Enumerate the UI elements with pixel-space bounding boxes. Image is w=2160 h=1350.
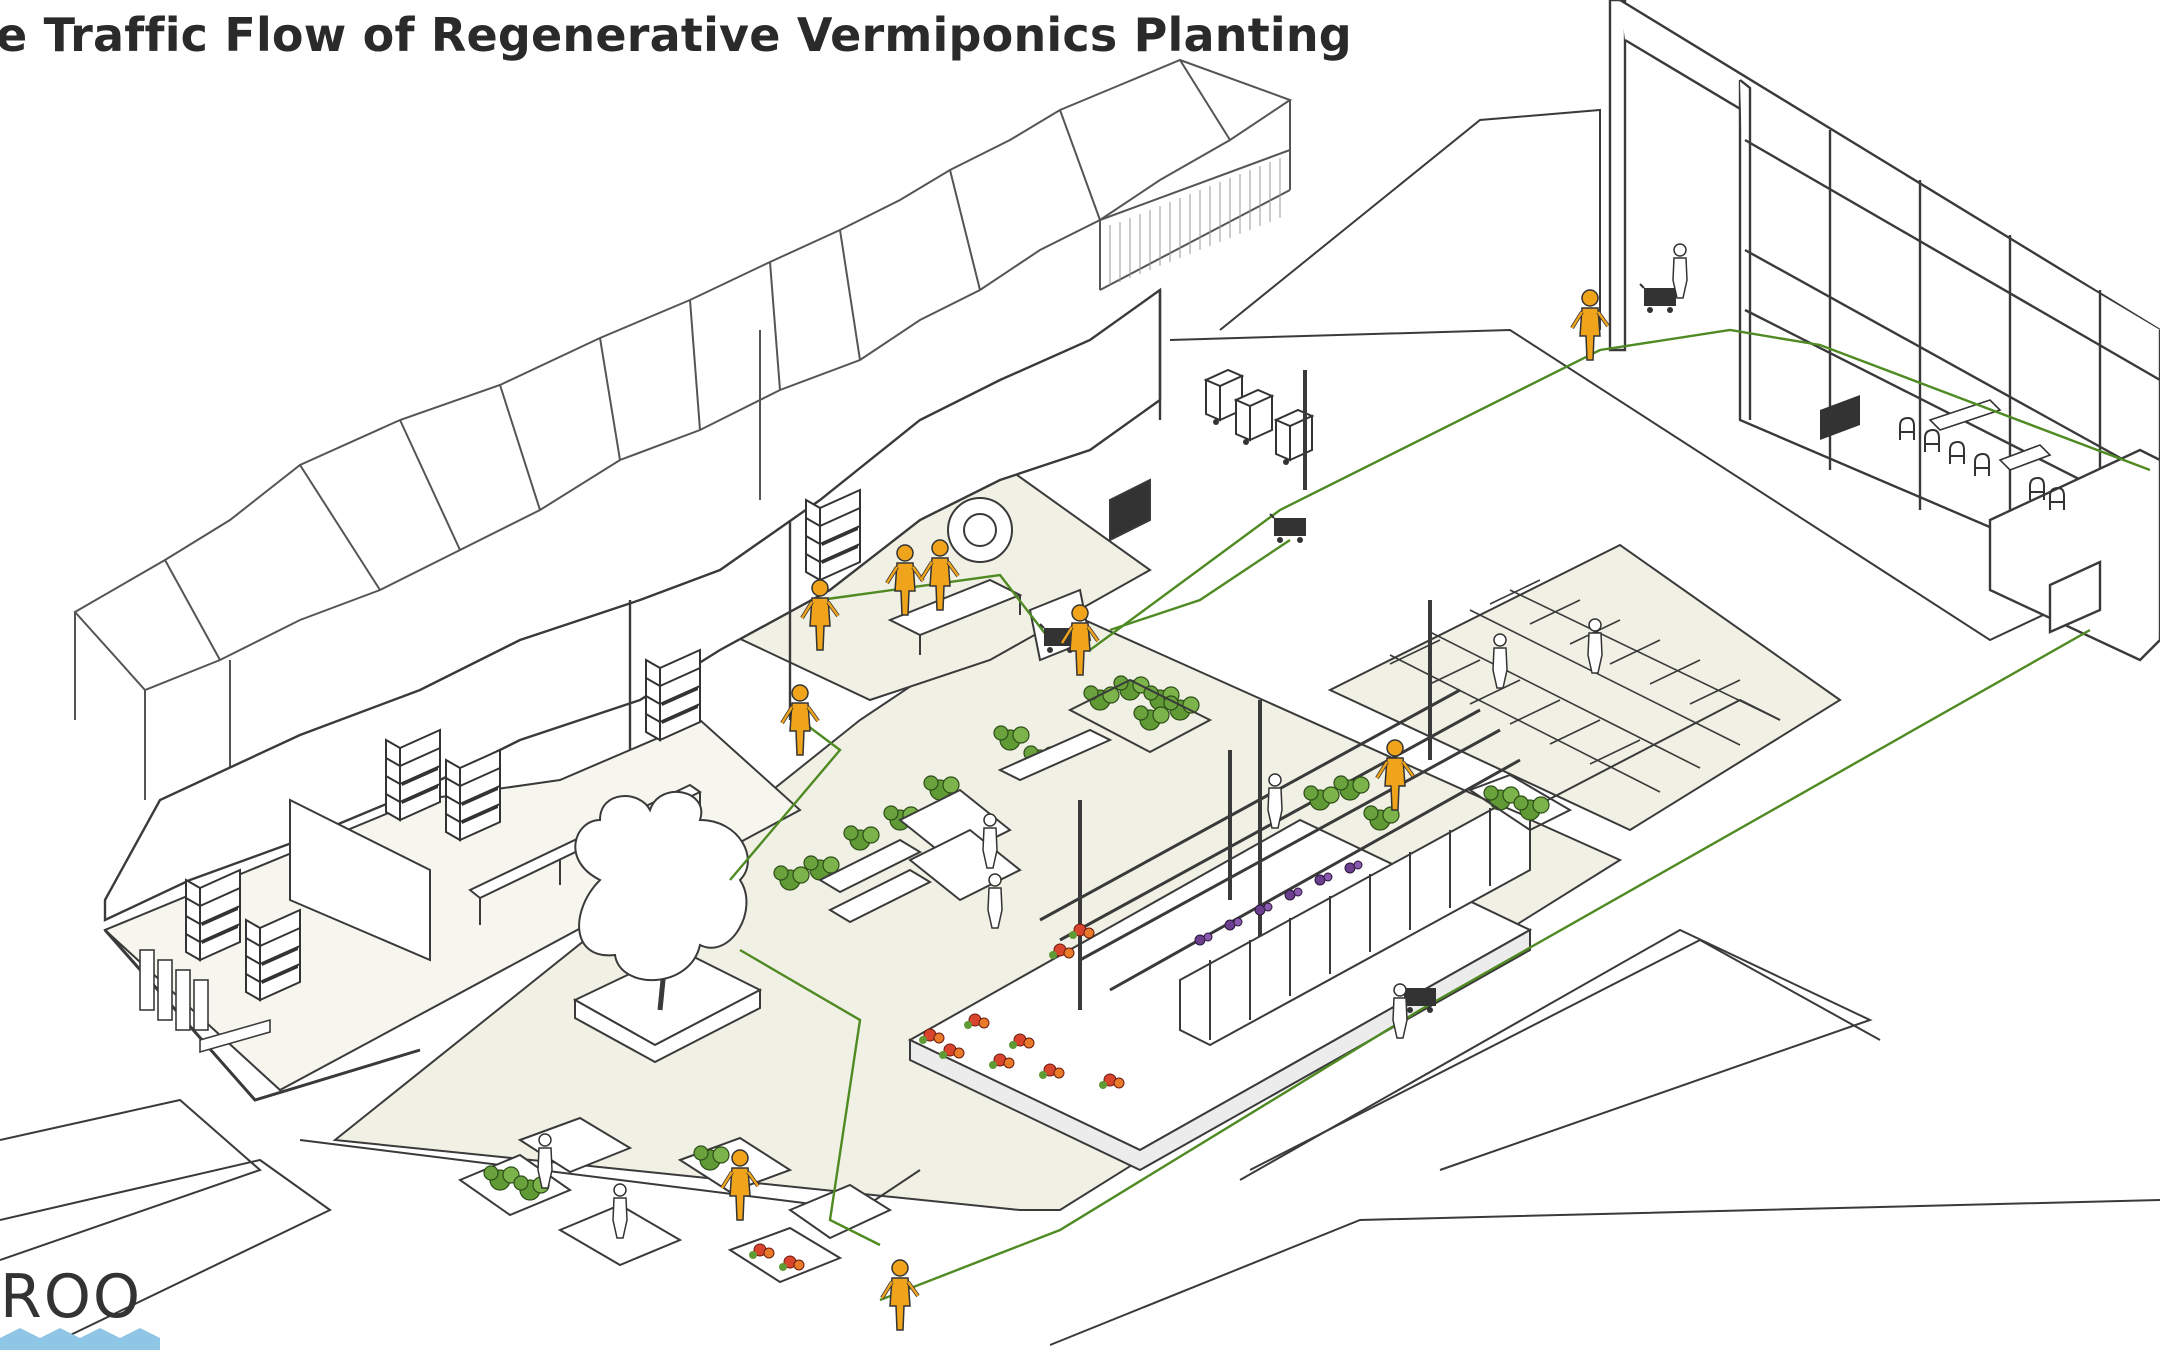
parking-lot xyxy=(1327,543,1842,832)
diagram-title: e Traffic Flow of Regenerative Vermiponi… xyxy=(0,8,1352,62)
utility-cart xyxy=(1639,283,1677,314)
storage-shelf xyxy=(805,489,861,581)
storage-shelf xyxy=(385,729,441,821)
planter-box xyxy=(1467,773,1573,832)
compost-bin xyxy=(1235,389,1273,446)
planter-box xyxy=(1067,678,1213,754)
workshop-partition xyxy=(289,798,431,962)
logo-wave-icon xyxy=(0,1328,160,1350)
storage-shelf xyxy=(245,909,301,1001)
storage-shelf xyxy=(185,869,241,961)
canopy-vertical-slats xyxy=(1109,158,1281,285)
building-interior-furniture xyxy=(1820,395,2065,511)
brand-logo: ROO xyxy=(0,1262,143,1332)
parking-stalls xyxy=(1389,579,1781,793)
utility-cart xyxy=(1269,513,1307,544)
workshop-front-edge xyxy=(103,929,421,1102)
traffic-flow-paths xyxy=(729,328,2151,1302)
storage-shelf xyxy=(645,649,701,741)
pipe-stack xyxy=(139,949,271,1054)
courtyard-tree xyxy=(572,791,763,1064)
storage-shelf xyxy=(445,749,501,841)
shade-canopy xyxy=(73,58,1293,810)
vermiponics-growing-structure xyxy=(907,600,1533,1172)
community-building xyxy=(1608,0,2160,662)
